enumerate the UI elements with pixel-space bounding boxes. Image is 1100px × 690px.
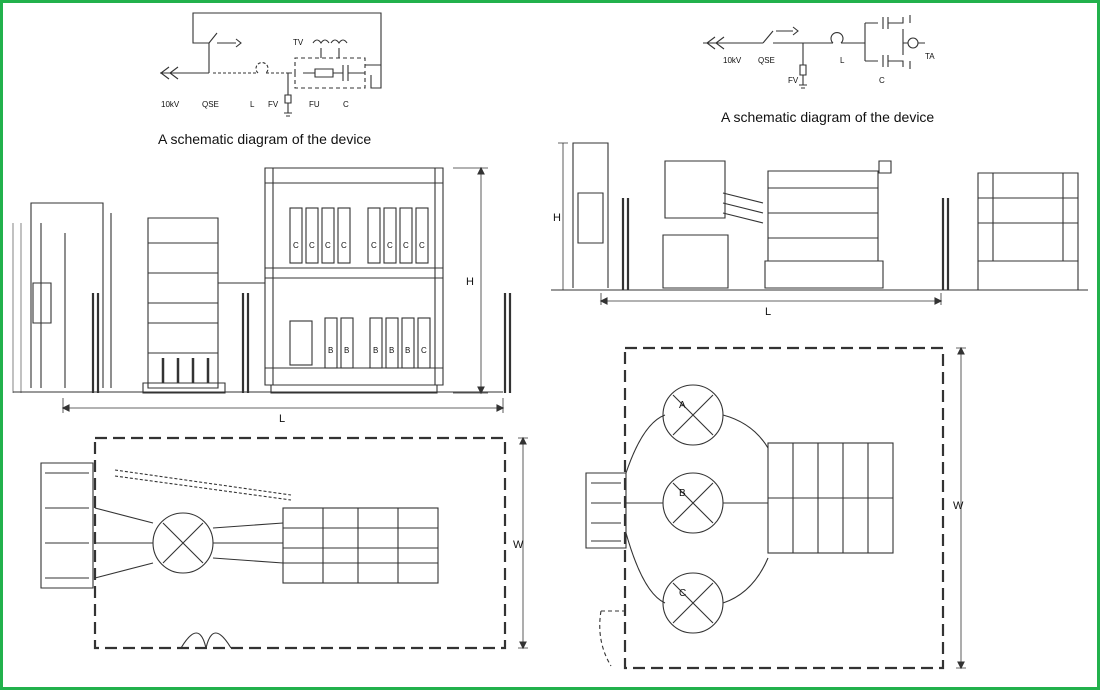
cap-label: B: [328, 346, 333, 355]
label-qse: QSE: [202, 100, 219, 109]
caption-left: A schematic diagram of the device: [158, 131, 372, 147]
label-tv: TV: [293, 38, 304, 47]
label-fu: FU: [309, 100, 320, 109]
cap-label: C: [387, 241, 393, 250]
left-cap-text-bottom: B B B B B C: [328, 346, 427, 355]
dim-right-h: H: [553, 212, 561, 224]
dim-left-l: L: [279, 413, 285, 425]
cap-label: B: [405, 346, 410, 355]
label-c: C: [343, 100, 349, 109]
dimension-labels: H L W H L W: [279, 212, 964, 551]
cap-label: C: [325, 241, 331, 250]
phase-a: A: [679, 400, 686, 411]
technical-drawing: 10kV QSE L FV FU C TV 10kV QSE L FV C TA…: [12, 12, 1088, 670]
cap-label: B: [373, 346, 378, 355]
label-l: L: [250, 100, 255, 109]
right-schematic: [703, 15, 925, 89]
label-qse: QSE: [758, 56, 775, 65]
cap-label: C: [293, 241, 299, 250]
phase-b: B: [679, 488, 686, 499]
left-elevation: [12, 166, 512, 413]
caption-right: A schematic diagram of the device: [721, 109, 935, 125]
dim-right-l: L: [765, 306, 771, 318]
cap-label: C: [421, 346, 427, 355]
label-ta: TA: [925, 52, 935, 61]
right-plan-view: [585, 346, 966, 670]
cap-label: C: [309, 241, 315, 250]
label-fv: FV: [268, 100, 279, 109]
left-schematic: [160, 12, 382, 117]
dim-left-h: H: [466, 276, 474, 288]
cap-label: C: [371, 241, 377, 250]
cap-label: C: [419, 241, 425, 250]
right-elevation: [551, 142, 1088, 305]
phase-labels: A B C: [679, 400, 686, 599]
cap-label: C: [403, 241, 409, 250]
dim-right-w: W: [953, 500, 964, 512]
left-plan-view: [40, 436, 528, 650]
cap-label: B: [344, 346, 349, 355]
cap-label: B: [389, 346, 394, 355]
cap-label: C: [341, 241, 347, 250]
left-capacitor-top-row: [289, 207, 429, 264]
label-voltage: 10kV: [723, 56, 742, 65]
label-l: L: [840, 56, 845, 65]
label-fv: FV: [788, 76, 799, 85]
left-cap-text-top: C C C C C C C C: [293, 241, 425, 250]
dim-left-w: W: [513, 539, 524, 551]
left-schematic-labels: 10kV QSE L FV FU C TV: [161, 38, 349, 109]
phase-c: C: [679, 588, 686, 599]
right-schematic-labels: 10kV QSE L FV C TA: [723, 52, 935, 85]
label-voltage: 10kV: [161, 100, 180, 109]
label-c: C: [879, 76, 885, 85]
left-capacitor-bottom-row: [289, 317, 431, 369]
